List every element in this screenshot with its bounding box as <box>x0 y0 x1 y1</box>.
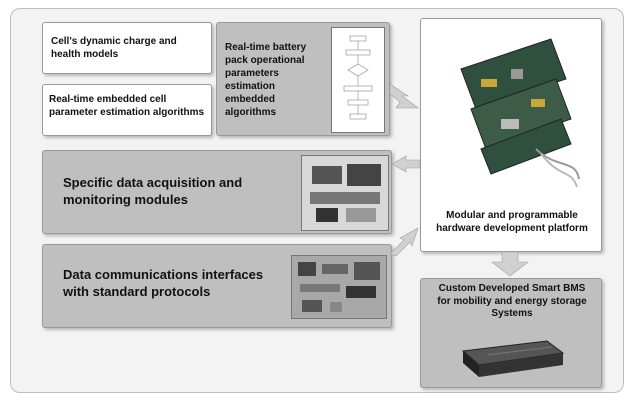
comms-photo <box>291 255 387 319</box>
box-charge-models: Cell's dynamic charge and health models <box>42 22 212 74</box>
arrow-platform-to-bms <box>491 252 529 277</box>
data-comms-label: Data communications interfaces with stan… <box>63 267 264 299</box>
flowchart-thumbnail <box>331 27 385 133</box>
smart-bms-label: Custom Developed Smart BMS for mobility … <box>437 283 587 319</box>
box-battery-pack: Real-time battery pack operational param… <box>216 22 390 136</box>
hardware-photo-graphic <box>460 38 580 188</box>
box-data-comms: Data communications interfaces with stan… <box>42 244 392 328</box>
box-smart-bms: Custom Developed Smart BMS for mobility … <box>420 278 602 388</box>
comms-photo-graphic <box>292 256 386 318</box>
bms-unit-photo <box>457 335 567 381</box>
hardware-platform-label: Modular and programmable hardware develo… <box>436 210 588 234</box>
acquisition-photo <box>301 155 389 231</box>
battery-pack-label: Real-time battery pack operational param… <box>225 42 307 118</box>
hardware-photo <box>441 29 581 189</box>
arrow-acquisition-to-platform <box>391 155 421 173</box>
bms-unit-graphic <box>461 340 565 377</box>
arrow-top-to-platform <box>389 83 419 109</box>
cell-estimation-label: Real-time embedded cell parameter estima… <box>49 94 205 118</box>
box-hardware-platform: Modular and programmable hardware develo… <box>420 18 602 252</box>
flowchart-thumbnail-graphic <box>343 35 373 120</box>
data-acquisition-label: Specific data acquisition and monitoring… <box>63 175 243 207</box>
charge-models-label: Cell's dynamic charge and health models <box>51 36 177 60</box>
acquisition-photo-graphic <box>302 156 388 230</box>
arrow-comms-to-platform <box>389 227 419 257</box>
box-data-acquisition: Specific data acquisition and monitoring… <box>42 150 392 234</box>
box-cell-estimation: Real-time embedded cell parameter estima… <box>42 84 212 136</box>
